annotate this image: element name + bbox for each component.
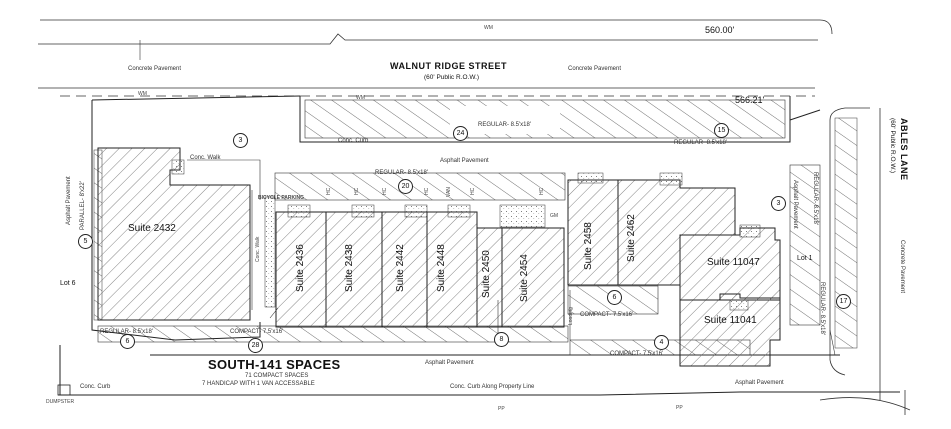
summary-title: SOUTH-141 SPACES	[208, 357, 341, 372]
pp-marker: PP	[498, 406, 505, 412]
hc-marker: HC	[470, 187, 476, 195]
suite-2442-label: Suite 2442	[395, 244, 406, 292]
count-circle: 8	[494, 332, 509, 347]
walnut-ridge-street	[38, 19, 833, 97]
building-suite-2442	[381, 211, 428, 328]
buildings	[97, 147, 781, 367]
suite-11041-label: Suite 11041	[704, 315, 757, 326]
hc-marker: HC	[354, 187, 360, 195]
pavement-asphalt-south: Asphalt Pavement	[425, 360, 474, 366]
row-south-left: REGULAR- 8.5'x18'	[100, 329, 153, 335]
building-suite-2448	[426, 211, 478, 328]
pavement-concrete-right: Concrete Pavement	[899, 240, 905, 294]
count-circle: 17	[836, 294, 851, 309]
suite-2454-label: Suite 2454	[519, 254, 530, 302]
dimension-top: 560.00'	[705, 25, 735, 35]
lot-left-label: Lot 6	[60, 280, 76, 287]
note-conc-curb-property: Conc. Curb Along Property Line	[450, 384, 535, 390]
note-loading: Loading	[568, 307, 574, 325]
lot-right-label: Lot 1	[797, 255, 813, 262]
count-circle: 6	[607, 290, 622, 305]
count-circle: 24	[453, 126, 468, 141]
row-center: REGULAR- 8.5'x18'	[375, 170, 428, 176]
concrete-pads	[171, 159, 761, 311]
pavement-asphalt-se: Asphalt Pavement	[735, 380, 784, 386]
suite-11047-label: Suite 11047	[707, 257, 760, 268]
wm-marker: WM	[484, 25, 493, 31]
building-suite-11041	[679, 293, 781, 367]
pavement-asphalt-left: Asphalt Pavement	[66, 176, 72, 225]
row-north: REGULAR- 8.5'x18'	[478, 122, 531, 128]
note-conc-walk: Conc. Walk	[190, 155, 221, 161]
count-circle: 6	[120, 334, 135, 349]
pavement-asphalt-north: Asphalt Pavement	[440, 158, 489, 164]
count-circle: 20	[398, 179, 413, 194]
ables-row-label: (60' Public R.O.W.)	[889, 118, 896, 174]
row-compact-mid: COMPACT- 7.5'x16'	[580, 312, 634, 318]
suite-2438-label: Suite 2438	[344, 244, 355, 292]
count-circle: 28	[248, 338, 263, 353]
hc-marker: HC	[424, 187, 430, 195]
van-marker: VAN	[446, 187, 452, 197]
count-circle: 5	[78, 234, 93, 249]
building-suite-2438	[325, 211, 383, 328]
note-bicycle-parking: BICYCLE PARKING	[258, 195, 305, 201]
note-conc-walk-2: Conc. Walk	[255, 236, 261, 262]
dumpster	[57, 384, 71, 396]
row-right-regular-2: REGULAR- 8.5'x18'	[819, 282, 825, 335]
pp-marker: PP	[676, 405, 683, 411]
pavement-concrete-tl: Concrete Pavement	[128, 66, 182, 72]
building-suite-2432	[97, 147, 251, 321]
gm-marker: GM	[550, 213, 559, 219]
wm-marker: WM	[138, 91, 147, 97]
hc-marker: HC	[539, 187, 545, 195]
suite-2436-label: Suite 2436	[295, 244, 306, 292]
suite-2458-label: Suite 2458	[583, 222, 594, 270]
note-conc-curb-sw: Conc. Curb	[80, 384, 111, 390]
row-north-right: REGULAR- 8.5'x18'	[674, 140, 727, 146]
summary-line-1: 71 COMPACT SPACES	[245, 373, 309, 379]
suite-2432-label: Suite 2432	[128, 223, 176, 234]
hc-marker: HC	[382, 187, 388, 195]
summary-line-2: 7 HANDICAP WITH 1 VAN ACCESSABLE	[202, 381, 315, 387]
pavement-concrete-tr: Concrete Pavement	[568, 66, 622, 72]
far-right-parking-row	[834, 117, 858, 349]
suite-2450-label: Suite 2450	[481, 250, 492, 298]
count-circle: 3	[233, 133, 248, 148]
suite-2448-label: Suite 2448	[436, 244, 447, 292]
row-right-regular: REGULAR- 8.5'x18'	[812, 172, 818, 225]
row-compact-se: COMPACT- 7.5'x16'	[610, 351, 664, 357]
building-suite-2436	[275, 211, 327, 328]
right-parking-row	[789, 164, 821, 326]
center-parking-row	[274, 172, 566, 201]
hc-marker: HC	[326, 187, 332, 195]
note-dumpster: DUMPSTER	[46, 399, 75, 405]
count-circle: 3	[771, 196, 786, 211]
walnut-street-label: WALNUT RIDGE STREET	[390, 61, 507, 71]
walnut-row-label: (60' Public R.O.W.)	[424, 74, 480, 81]
wm-marker: WM	[356, 95, 365, 101]
pavement-asphalt-right: Asphalt Pavement	[792, 180, 798, 229]
count-circle: 4	[654, 335, 669, 350]
row-compact-south: COMPACT- 7.5'x16'	[230, 329, 284, 335]
count-circle: 15	[714, 123, 729, 138]
dimension-right: 566.21'	[735, 95, 765, 105]
ables-lane-label: ABLES LANE	[899, 118, 909, 181]
suite-2462-label: Suite 2462	[626, 214, 637, 262]
note-conc-curb: Conc. Curb	[338, 138, 369, 144]
row-parallel-left: PARALLEL- 8'x22'	[80, 181, 86, 230]
ables-lane	[819, 107, 911, 415]
building-suite-2454	[501, 227, 565, 328]
